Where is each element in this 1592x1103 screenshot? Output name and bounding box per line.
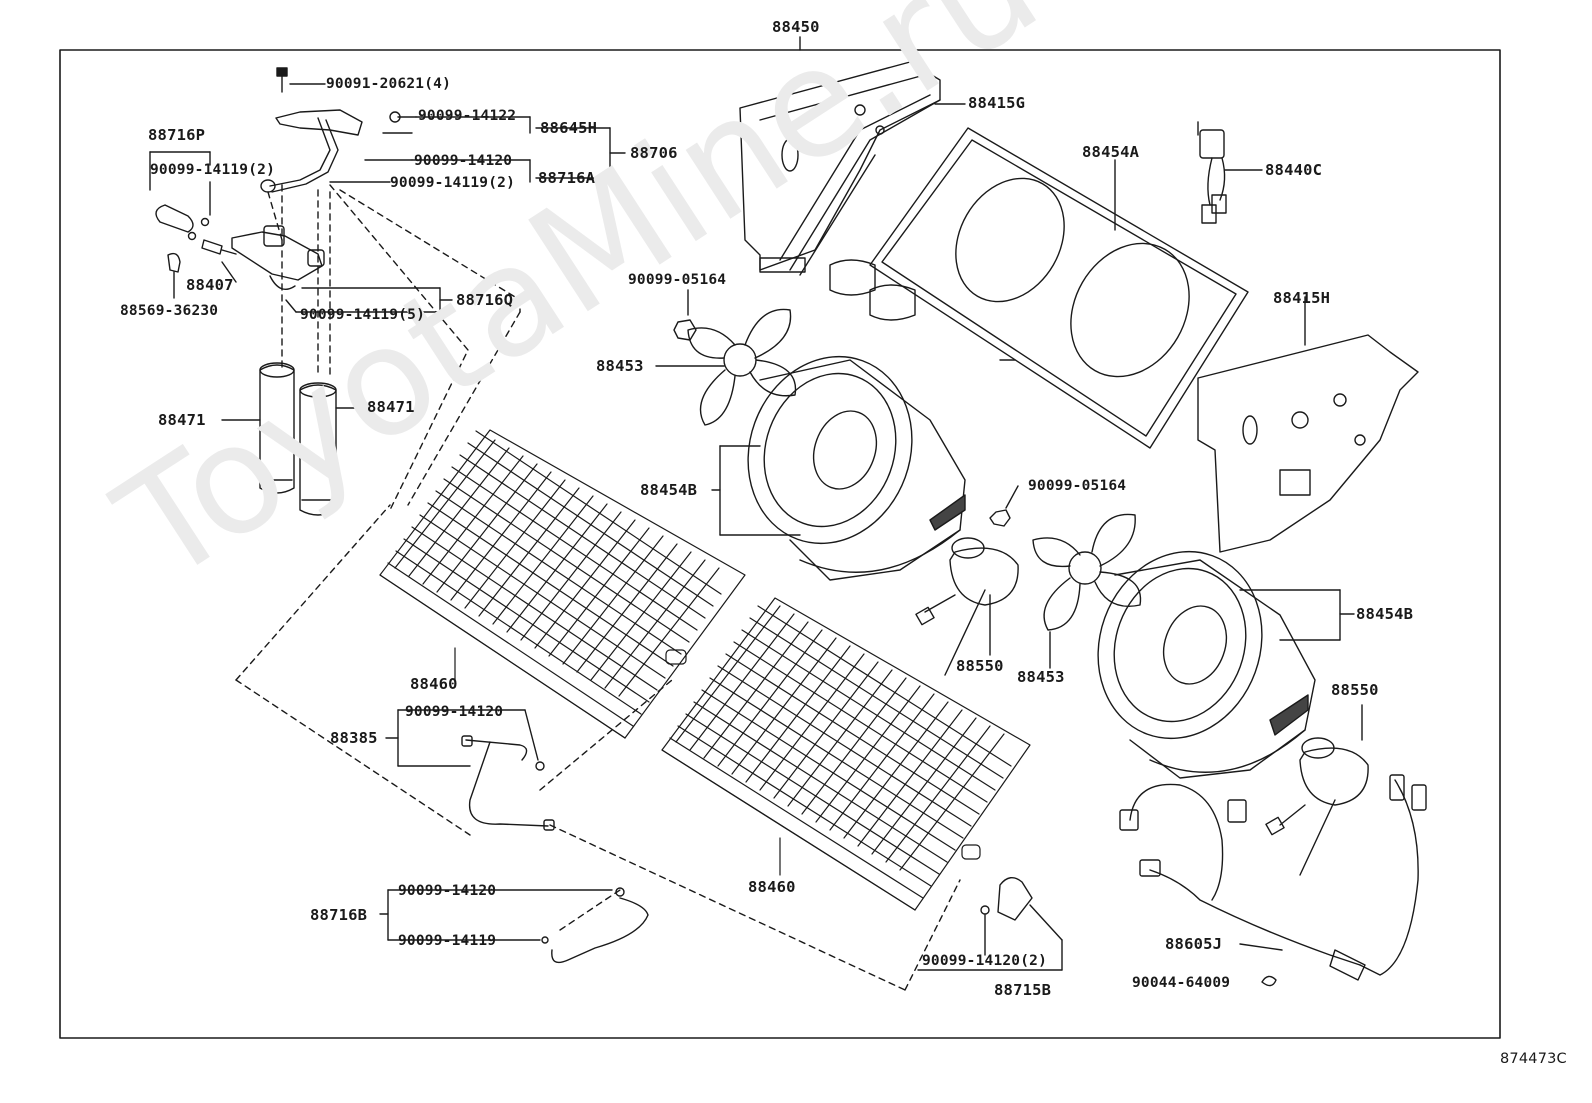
- receiver-right-label: 88471: [367, 398, 415, 416]
- shroud-88454B-right-label: 88454B: [1356, 605, 1414, 623]
- condenser-lower-88460: [661, 597, 1031, 911]
- motor-88550-right: [1265, 704, 1369, 876]
- nut-upper: [673, 289, 697, 341]
- bracket-88415G: [739, 61, 966, 276]
- bracket-88415H-label: 88415H: [1273, 289, 1331, 307]
- relay-88440C: [1197, 121, 1263, 224]
- bolt-label: 90091-20621(4): [326, 76, 452, 92]
- motor-88550-left: [915, 537, 1019, 676]
- condenser-upper-label: 88460: [410, 675, 458, 693]
- bracket-88415H: [1197, 296, 1419, 553]
- clamp-label: 90044-64009: [1132, 975, 1231, 991]
- group-88706-label: 88706: [630, 144, 678, 162]
- condenser-lower-label: 88460: [748, 878, 796, 896]
- fan-lower-88453: [1032, 513, 1142, 669]
- figure-code: 874473C: [1500, 1051, 1567, 1067]
- pipe-88715B-label: 88715B: [994, 981, 1052, 999]
- motor-left-label: 88550: [956, 657, 1004, 675]
- diagram-frame: [59, 49, 1501, 1039]
- fan-lower-label: 88453: [1017, 668, 1065, 686]
- shroud-88454A: [829, 127, 1249, 449]
- oring-716B-bottom-label: 90099-14119: [398, 933, 497, 949]
- orings-q-label: 90099-14119(5): [300, 307, 426, 323]
- condenser-upper-88460: [379, 429, 746, 739]
- switch-88407-label: 88407: [186, 276, 234, 294]
- pipe-group-88706: [149, 67, 626, 516]
- wire-harness-88605J: [1119, 774, 1427, 987]
- receiver-left-label: 88471: [158, 411, 206, 429]
- bracket-88415G-label: 88415G: [968, 94, 1026, 112]
- orings-a-label: 90099-14122: [418, 108, 517, 124]
- relay-88440C-label: 88440C: [1265, 161, 1323, 179]
- nut-middle: [989, 485, 1019, 527]
- nut-middle-label: 90099-05164: [1028, 478, 1127, 494]
- pipe-88716A-label: 88716A: [538, 169, 596, 187]
- pipe-88716Q-label: 88716Q: [456, 291, 514, 309]
- fan-upper-88453: [655, 308, 797, 426]
- fan-upper-label: 88453: [596, 357, 644, 375]
- oring-716B-top-label: 90099-14120: [398, 883, 497, 899]
- lower-pipes: [235, 504, 1063, 991]
- pipe-88716B-label: 88716B: [310, 906, 368, 924]
- oring-385-label: 90099-14120: [405, 704, 504, 720]
- assembly-number-label: 88450: [772, 18, 820, 36]
- cover-label: 88569-36230: [120, 303, 219, 319]
- pipe-88716P-label: 88716P: [148, 126, 206, 144]
- wire-harness-label: 88605J: [1165, 935, 1223, 953]
- pipe-88385-label: 88385: [330, 729, 378, 747]
- nut-upper-label: 90099-05164: [628, 272, 727, 288]
- shroud-88454B-left: [711, 355, 966, 581]
- motor-right-label: 88550: [1331, 681, 1379, 699]
- orings-715B-label: 90099-14120(2): [922, 953, 1048, 969]
- oring-b-label: 90099-14120: [414, 153, 513, 169]
- shroud-88454B-right: [1097, 550, 1355, 779]
- orings-c-label: 90099-14119(2): [390, 175, 516, 191]
- shroud-88454A-label: 88454A: [1082, 143, 1140, 161]
- shroud-88454B-left-label: 88454B: [640, 481, 698, 499]
- orings-p-label: 90099-14119(2): [150, 162, 276, 178]
- pipe-88645H-label: 88645H: [540, 119, 598, 137]
